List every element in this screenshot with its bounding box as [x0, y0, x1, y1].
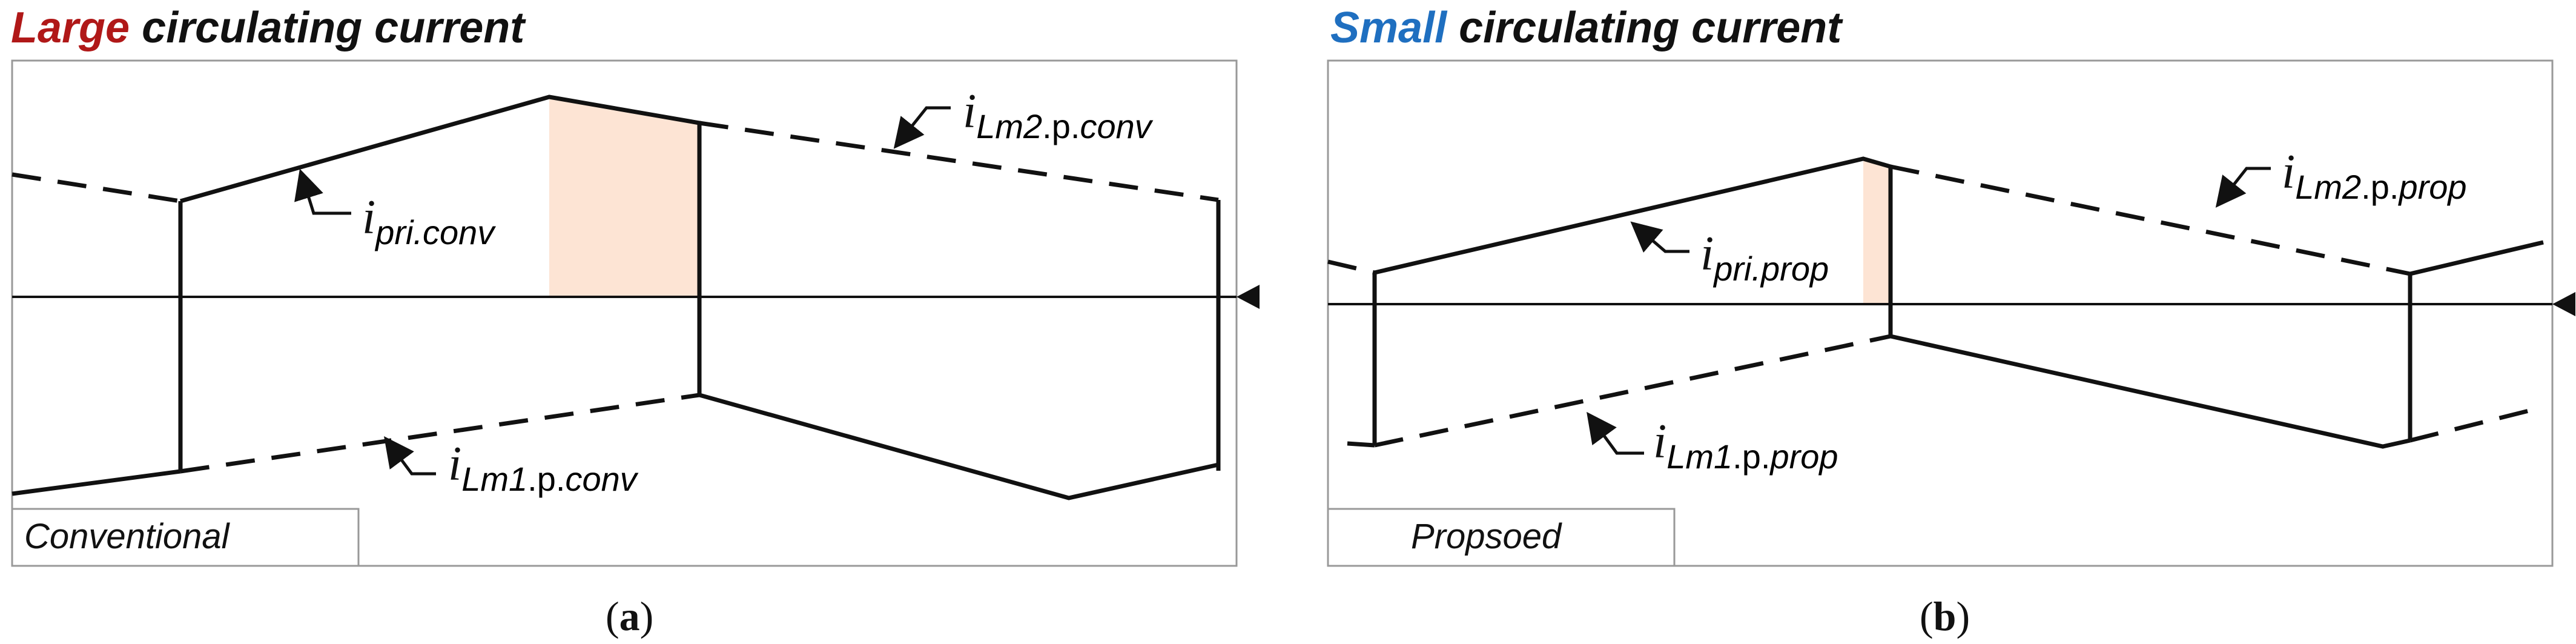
panel-a-lm1-current	[180, 393, 700, 474]
panel-b-title-highlight: Small	[1330, 4, 1448, 52]
panel-b-primary-bottom-left	[1347, 441, 1375, 448]
panel-a-box-label: Conventional	[24, 517, 231, 556]
panel-a: Large circulating current ipri.conv iLm2…	[11, 4, 1260, 639]
panel-b-lm2-arrow	[2215, 167, 2271, 208]
panel-a-shaded-area	[549, 97, 699, 297]
panel-b-lm2-label: iLm2.p.prop	[2282, 145, 2467, 206]
panel-a-lm2-arrow	[893, 106, 951, 149]
panel-b-lm2-left	[1327, 259, 1375, 275]
panel-b-box	[1327, 508, 1676, 567]
panel-b-title: Small circulating current	[1330, 4, 1843, 52]
panel-b-title-rest: circulating current	[1447, 4, 1843, 52]
panel-a-pri-arrow	[294, 168, 351, 215]
panel-a-box	[11, 508, 360, 567]
panel-b-shaded-area	[1863, 159, 1891, 304]
panel-b-axis-marker	[2552, 292, 2575, 316]
panel-a-pri-label: ipri.conv	[362, 191, 496, 251]
panel-b-primary-current	[1374, 156, 2411, 449]
panel-a-primary-current	[180, 95, 1219, 500]
panel-a-title-rest: circulating current	[130, 4, 526, 52]
panel-a-caption: (a)	[606, 593, 653, 639]
panel-b-lm1-right	[2409, 405, 2544, 443]
panel-b: Small circulating current ipri.prop iLm2…	[1327, 4, 2575, 639]
panel-a-lm2-left	[12, 172, 181, 204]
panel-a-primary-bottom-left	[12, 469, 181, 496]
panel-a-lm2-current	[699, 121, 1219, 202]
panel-a-lm1-label: iLm1.p.conv	[448, 437, 639, 498]
panel-b-primary-right-rise	[2409, 240, 2544, 276]
panel-b-lm2-current	[1890, 164, 2411, 276]
panel-a-frame	[11, 59, 1238, 567]
panel-b-lm1-arrow	[1587, 411, 1644, 455]
panel-a-title: Large circulating current	[11, 4, 526, 52]
panel-b-pri-label: ipri.prop	[1700, 227, 1829, 288]
panel-a-lm2-label: iLm2.p.conv	[963, 85, 1154, 145]
panel-a-title-highlight: Large	[11, 4, 130, 52]
panel-a-lm1-arrow	[384, 436, 436, 476]
panel-b-lm1-label: iLm1.p.prop	[1653, 415, 1838, 476]
panel-b-pri-arrow	[1630, 221, 1689, 253]
panel-b-lm1-current	[1374, 334, 1891, 448]
panel-a-axis-marker	[1237, 285, 1260, 309]
panel-b-caption: (b)	[1920, 593, 1970, 639]
panel-b-box-label: Propsoed	[1411, 517, 1562, 556]
panel-b-frame	[1327, 59, 2554, 567]
